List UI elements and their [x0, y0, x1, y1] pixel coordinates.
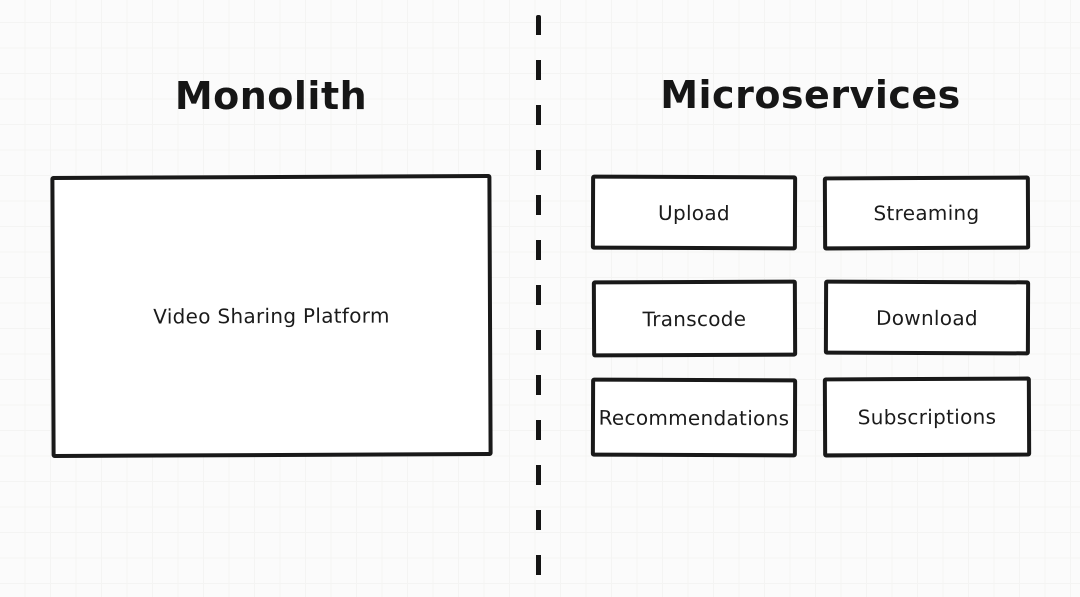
divider-dashed-line — [536, 15, 541, 584]
service-box-recommendations: Recommendations — [590, 377, 798, 458]
service-box-label: Recommendations — [598, 405, 790, 430]
monolith-box-label: Video Sharing Platform — [153, 303, 390, 329]
service-box-upload: Upload — [590, 174, 798, 251]
monolith-title: Monolith — [174, 74, 368, 118]
service-box-label: Download — [876, 305, 978, 330]
microservices-title: Microservices — [660, 73, 961, 117]
service-box-label: Subscriptions — [857, 404, 997, 430]
service-box-label: Streaming — [873, 200, 980, 226]
service-box-label: Transcode — [642, 306, 747, 331]
service-box-subscriptions: Subscriptions — [822, 376, 1032, 458]
service-box-label: Upload — [658, 200, 730, 225]
service-box-transcode: Transcode — [591, 279, 798, 358]
service-box-download: Download — [823, 279, 1031, 356]
service-box-streaming: Streaming — [822, 175, 1031, 251]
monolith-box: Video Sharing Platform — [50, 174, 493, 458]
